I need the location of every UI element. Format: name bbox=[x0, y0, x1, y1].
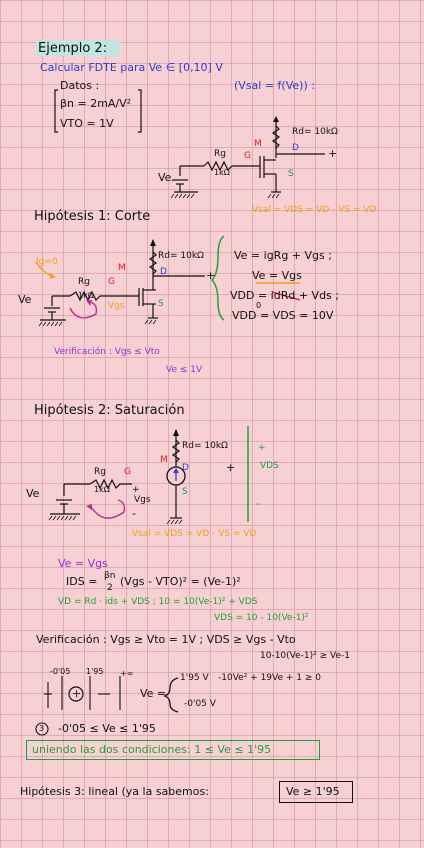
circuit1-rg: Rg bbox=[214, 149, 226, 159]
h1-rd: Rd= 10kΩ bbox=[158, 251, 204, 261]
circuit1-rg-value: 1kΩ bbox=[214, 168, 230, 177]
sign-root-b: 1'95 bbox=[86, 667, 104, 676]
root-2: -0'05 V bbox=[184, 699, 216, 709]
h2-verification: Verificación : Vgs ≥ Vto = 1V ; VDS ≥ Vg… bbox=[36, 633, 296, 646]
h2-rg: Rg bbox=[94, 467, 106, 477]
h1-rg: Rg bbox=[78, 277, 90, 287]
h2-eq1: Ve = Vgs bbox=[58, 557, 108, 570]
h1-eq4: VDD = VDS = 10V bbox=[232, 309, 334, 322]
h1-g: G bbox=[108, 277, 115, 287]
h2-vgs: Vgs bbox=[134, 495, 151, 505]
h2-vds: VDS bbox=[260, 461, 279, 471]
h2-rg-value: 1kΩ bbox=[94, 485, 110, 494]
h3-result: Ve ≥ 1'95 bbox=[286, 785, 340, 798]
polynomial: -10Ve² + 19Ve + 1 ≥ 0 bbox=[218, 673, 321, 683]
h1-m: M bbox=[118, 263, 126, 273]
h1-ig: Ig=0 bbox=[36, 257, 58, 267]
h2-m: M bbox=[160, 455, 168, 465]
root-1: 1'95 V bbox=[180, 673, 209, 683]
h3-title: Hipótesis 3: lineal (ya la sabemos: bbox=[20, 785, 209, 798]
h2-eq2-a: IDS = bbox=[66, 575, 98, 588]
h1-title: Hipótesis 1: Corte bbox=[34, 209, 151, 224]
h1-eq3-zero: 0 bbox=[256, 301, 262, 310]
datos-label: Datos : bbox=[60, 79, 100, 92]
circuit1-s: S bbox=[288, 169, 294, 179]
vto-value: VTO = 1V bbox=[60, 117, 114, 130]
h1-eq3: VDD = idRd + Vds ; bbox=[230, 289, 339, 302]
sign-root-a: -0'05 bbox=[50, 667, 71, 676]
h2-plus: + bbox=[226, 461, 236, 474]
h1-s: S bbox=[158, 299, 164, 309]
circuit1-rd: Rd= 10kΩ bbox=[292, 127, 338, 137]
circuit1-d: D bbox=[292, 143, 299, 153]
h3-result-box bbox=[279, 781, 353, 803]
h2-eq3: VD = Rd · ids + VDS ; 10 = 10(Ve-1)² + V… bbox=[58, 597, 258, 607]
task-text-2: (Vsal = f(Ve)) : bbox=[234, 79, 315, 92]
title-highlight bbox=[36, 40, 120, 56]
h2-vsal: Vsal = VDS = VD - VS = VD bbox=[132, 529, 257, 539]
circuit1-vsal: Vsal = VDS = VD - VS = VD bbox=[252, 205, 377, 215]
sign-inf: +∞ bbox=[120, 669, 134, 678]
h2-rd: Rd= 10kΩ bbox=[182, 441, 228, 451]
union-text: uniendo las dos condiciones: 1 ≤ Ve ≤ 1'… bbox=[32, 743, 272, 756]
beta-value: βn = 2mA/V² bbox=[60, 97, 132, 110]
h2-vgs-plus: + bbox=[132, 485, 140, 495]
circuit1-g: G bbox=[244, 151, 251, 161]
circuit1-ve: Ve bbox=[158, 171, 172, 184]
circuit1-plus: + bbox=[328, 147, 338, 160]
h2-title: Hipótesis 2: Saturación bbox=[34, 403, 185, 418]
h2-eq2-frac-num: βn bbox=[104, 571, 116, 581]
h1-eq2: Ve = Vgs bbox=[252, 269, 302, 282]
h1-verification-2: Ve ≤ 1V bbox=[166, 365, 203, 375]
h2-eq2-frac-den: 2 bbox=[107, 583, 113, 593]
h2-verification-2: 10-10(Ve-1)² ≥ Ve-1 bbox=[260, 651, 350, 661]
h2-vgs-minus: - bbox=[132, 507, 136, 520]
h1-d: D bbox=[160, 267, 167, 277]
sign-plus: + bbox=[72, 687, 82, 700]
range-result: -0'05 ≤ Ve ≤ 1'95 bbox=[58, 722, 156, 735]
h1-plus: + bbox=[206, 269, 216, 282]
h2-vds-minus: - bbox=[256, 497, 260, 510]
h1-rg-value: 1kΩ bbox=[78, 291, 94, 300]
roots-ve: Ve = bbox=[140, 687, 167, 700]
task-text: Calcular FDTE para Ve ∈ [0,10] V bbox=[40, 61, 223, 74]
circuit1-m: M bbox=[254, 139, 262, 149]
h1-vgs: Vgs bbox=[108, 301, 125, 311]
h2-eq2-b: (Vgs - VTO)² = (Ve-1)² bbox=[120, 575, 241, 588]
h2-ve: Ve bbox=[26, 487, 40, 500]
h2-s: S bbox=[182, 487, 188, 497]
example-title: Ejemplo 2: bbox=[38, 41, 108, 56]
h2-d: D bbox=[182, 463, 189, 473]
h2-eq4: VDS = 10 - 10(Ve-1)² bbox=[214, 613, 309, 623]
h2-g: G bbox=[124, 467, 131, 477]
h1-ve: Ve bbox=[18, 293, 32, 306]
step-number: 3 bbox=[39, 724, 45, 733]
h2-vds-plus: + bbox=[258, 443, 266, 453]
h1-eq1: Ve = igRg + Vgs ; bbox=[234, 249, 332, 262]
union-box bbox=[26, 740, 320, 760]
h1-verification: Verificación : Vgs ≤ Vto bbox=[54, 347, 160, 357]
